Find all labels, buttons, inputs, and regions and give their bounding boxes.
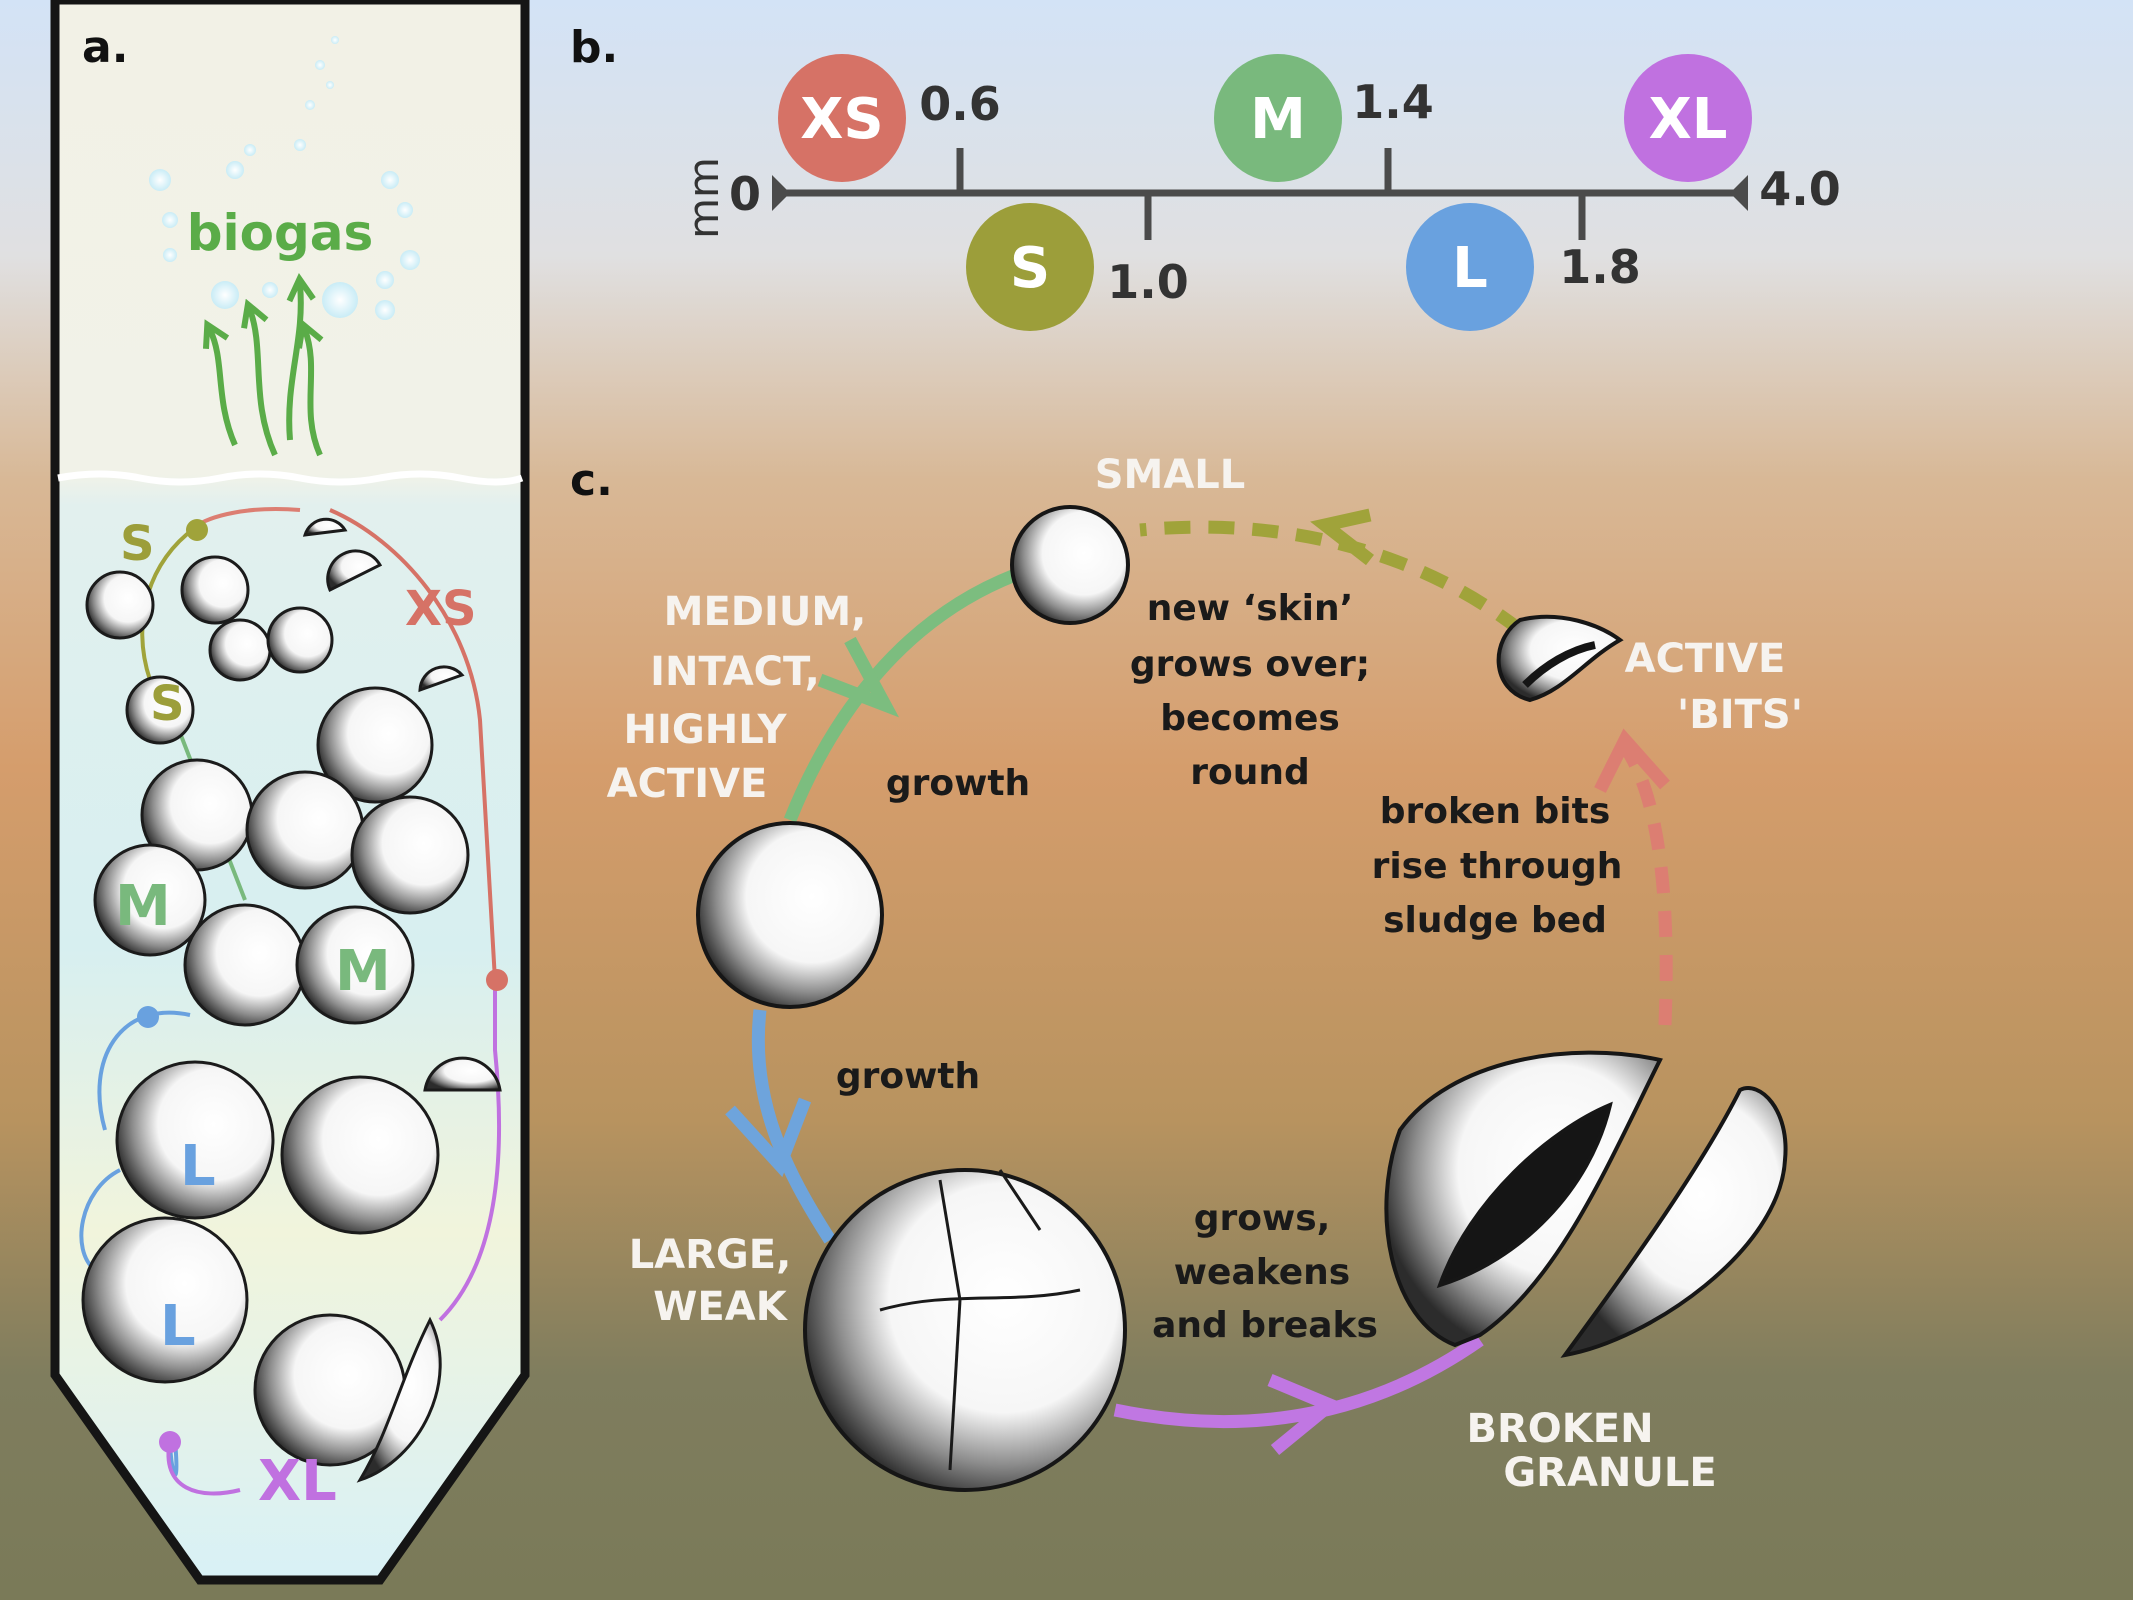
size-class-m-circle [1214,54,1342,182]
svg-text:HIGHLY: HIGHLY [624,707,788,753]
arrowhead-olive [1310,508,1374,566]
arrowhead-purple [1267,1374,1343,1456]
svg-text:ACTIVE: ACTIVE [1625,636,1786,682]
panel-a: biogas [50,0,530,1585]
size-class-s-circle [966,203,1094,331]
scale-end-label: 4.0 [1759,162,1841,216]
scale-unit: mm [679,157,728,239]
marker-xs [486,969,508,991]
granule-small [1010,505,1130,625]
svg-text:grows,: grows, [1194,1198,1331,1239]
svg-text:WEAK: WEAK [653,1284,788,1330]
scale-classes: XS S M L XL [778,54,1752,331]
scale-end-cap [1730,175,1748,211]
svg-text:LARGE,: LARGE, [629,1232,792,1278]
svg-text:new ‘skin’: new ‘skin’ [1147,588,1354,629]
svg-text:'BITS': 'BITS' [1677,692,1803,738]
size-class-s-label: S [1010,236,1050,301]
arrowhead-green [817,636,900,718]
marker-xl [159,1431,181,1453]
biogas-arrows [202,273,324,457]
reactor-label-xl: XL [258,1449,337,1514]
svg-text:and breaks: and breaks [1152,1305,1378,1346]
svg-text:round: round [1190,752,1310,793]
marker-s [186,519,208,541]
panel-c-life-cycle: SMALL MEDIUM, INTACT, HIGHLY ACTIVE LARG… [607,452,1803,1496]
liquid-surface [57,470,524,486]
stage-medium: MEDIUM, INTACT, HIGHLY ACTIVE [607,589,867,807]
panel-label-b: b. [570,22,618,73]
size-class-m-label: M [1250,87,1306,152]
size-class-xs-circle [778,54,906,182]
reactor-label-s2: S [150,676,185,732]
svg-text:BROKEN: BROKEN [1466,1406,1653,1452]
scale-tick-label-3: 1.8 [1559,240,1641,294]
scale-start-cap [772,175,790,211]
svg-text:weakens: weakens [1174,1252,1350,1293]
svg-text:GRANULE: GRANULE [1503,1450,1716,1496]
reactor-label-l2: L [160,1294,196,1359]
transition-skin: new ‘skin’ grows over; becomes round [1130,588,1370,793]
panel-b-size-scale: mm 0 4.0 0.6 1.0 1.4 1.8 XS S M L XL [679,54,1841,331]
biogas-label: biogas [187,204,374,262]
panel-label-a: a. [82,22,128,73]
svg-text:MEDIUM,: MEDIUM, [664,589,867,635]
size-class-xl-circle [1624,54,1752,182]
size-class-xl-label: XL [1649,87,1728,152]
svg-text:rise through: rise through [1372,846,1623,887]
svg-text:ACTIVE: ACTIVE [607,761,768,807]
granule-medium [696,821,884,1009]
size-class-l-label: L [1452,236,1488,301]
stage-bits: ACTIVE 'BITS' [1625,636,1803,738]
reactor-label-m2: M [335,939,391,1004]
svg-text:sludge bed: sludge bed [1383,900,1607,941]
scale-tick-label-2: 1.4 [1352,75,1434,129]
stage-small: SMALL [1095,452,1246,498]
reactor-label-l1: L [180,1134,216,1199]
transition-breaks: grows, weakens and breaks [1152,1198,1378,1346]
reactor-label-m1: M [115,874,171,939]
cycle-granules [696,505,1788,1492]
reactor-label-s1: S [120,516,155,572]
reactor-cycle-lines [79,507,502,1496]
transition-rise: broken bits rise through sludge bed [1372,791,1623,941]
marker-l [137,1006,159,1028]
granule-bits [1496,614,1624,703]
scale-ticks: 0.6 1.0 1.4 1.8 [919,75,1641,309]
large-granule-cracks [879,1169,1081,1471]
reactor-label-xs: XS [405,581,477,637]
scale-start-label: 0 [729,167,761,221]
granule-large [803,1168,1127,1492]
reactor-granules [81,517,502,1483]
panel-label-c: c. [570,455,613,506]
gas-bubbles [149,36,420,320]
arc-rise [1614,735,1673,1026]
arrowhead-red [1594,728,1670,793]
size-class-l-circle [1406,203,1534,331]
transition-growth-1: growth [886,763,1030,804]
size-class-xs-label: XS [800,87,884,152]
stage-large: LARGE, WEAK [629,1232,792,1330]
svg-text:grows over;: grows over; [1130,644,1370,685]
svg-text:broken bits: broken bits [1380,791,1611,832]
svg-text:INTACT,: INTACT, [650,649,820,695]
transition-growth-2: growth [836,1056,980,1097]
arc-growth-large [751,1009,836,1244]
scale-tick-label-1: 1.0 [1107,255,1189,309]
granule-broken [1384,1050,1788,1358]
stage-broken: BROKEN GRANULE [1466,1406,1716,1496]
arrowhead-blue [725,1097,812,1178]
scale-tick-label-0: 0.6 [919,77,1001,131]
svg-text:becomes: becomes [1160,698,1340,739]
